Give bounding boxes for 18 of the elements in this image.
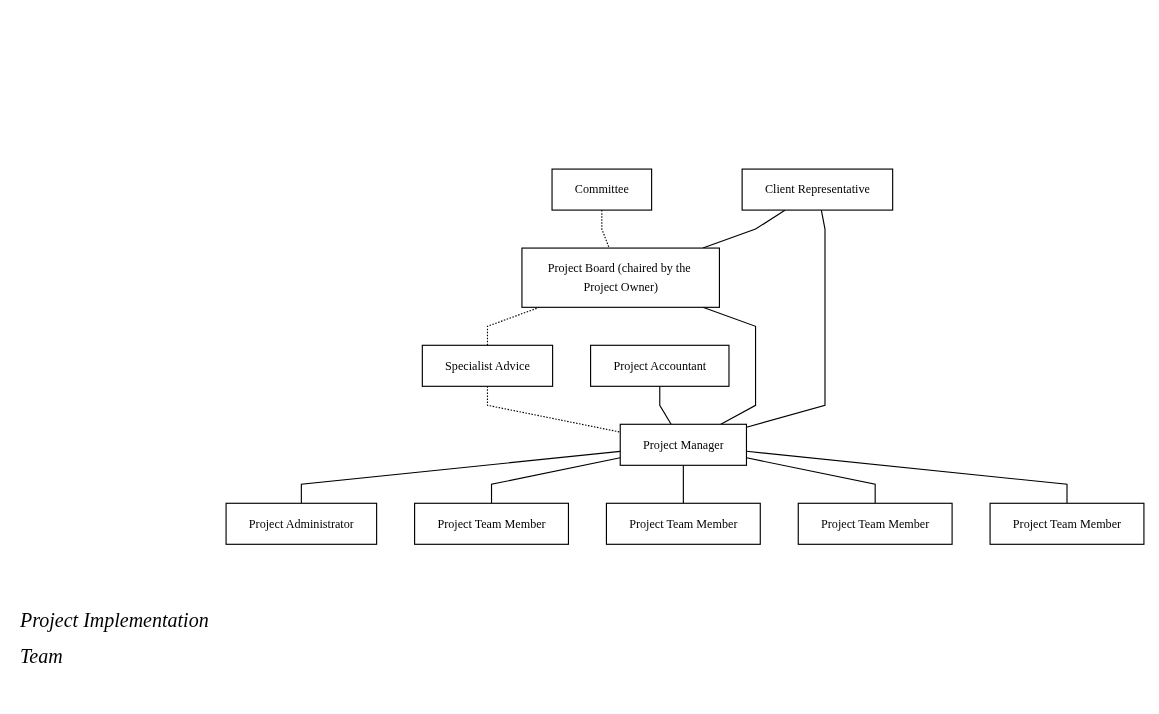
node-box: Project Manager	[619, 424, 748, 467]
node-box: Project Team Member	[797, 503, 953, 546]
node-box: Project Team Member	[605, 503, 761, 546]
connector	[702, 209, 786, 249]
node-box: Committee	[551, 168, 653, 211]
connector	[300, 451, 621, 505]
team-note: Project Implementation Team	[20, 608, 210, 669]
connector	[486, 386, 621, 433]
connector	[659, 386, 672, 426]
node-box: Project Accountant	[590, 345, 730, 388]
node-box: Project Team Member	[989, 503, 1145, 546]
node-box: Specialist Advice	[421, 345, 554, 388]
connector	[490, 457, 621, 505]
connector	[682, 465, 684, 505]
node-box: Project Team Member	[414, 503, 570, 546]
node-box: Project Board (chaired by the Project Owner)	[521, 247, 720, 309]
node-box: Client Representative	[741, 168, 894, 211]
node-box: Project Administrator	[225, 503, 378, 546]
